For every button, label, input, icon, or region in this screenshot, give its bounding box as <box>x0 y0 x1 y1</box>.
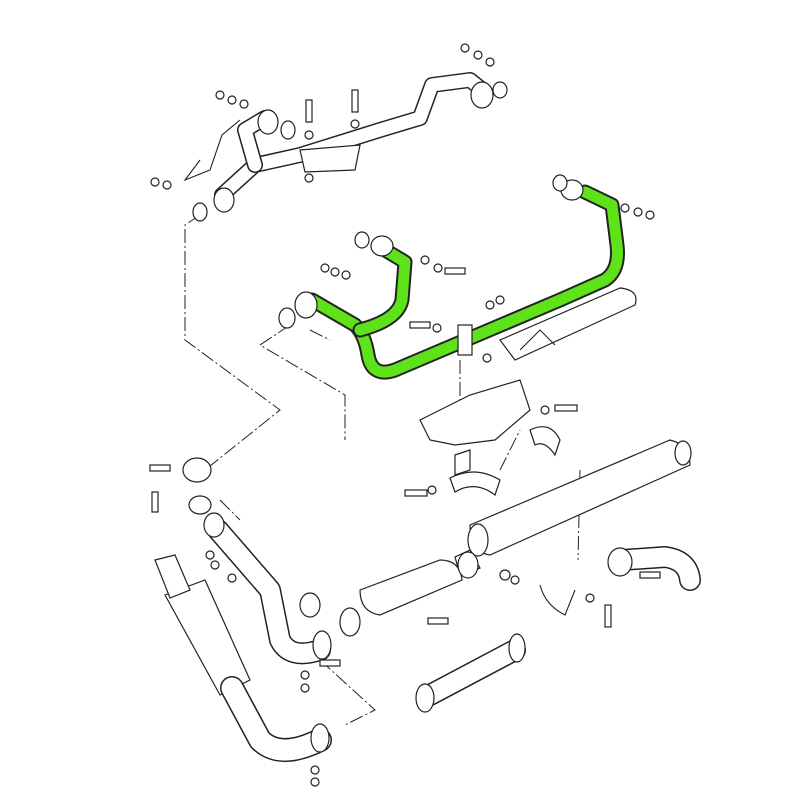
connecting-pipe[interactable] <box>415 633 526 713</box>
highlighted-intermediate-pipe[interactable] <box>278 174 625 380</box>
front-y-pipe[interactable] <box>183 72 508 222</box>
heat-shield[interactable] <box>499 287 637 361</box>
catalytic-converter-rear[interactable] <box>339 551 612 637</box>
front-downpipe[interactable] <box>149 457 341 693</box>
catalytic-converter-front[interactable] <box>154 554 332 787</box>
tail-pipe[interactable] <box>607 546 701 591</box>
fasteners-middle <box>320 203 655 363</box>
mounting-bracket[interactable] <box>404 379 578 497</box>
fasteners-top <box>150 43 495 190</box>
rear-muffler[interactable] <box>454 439 692 576</box>
